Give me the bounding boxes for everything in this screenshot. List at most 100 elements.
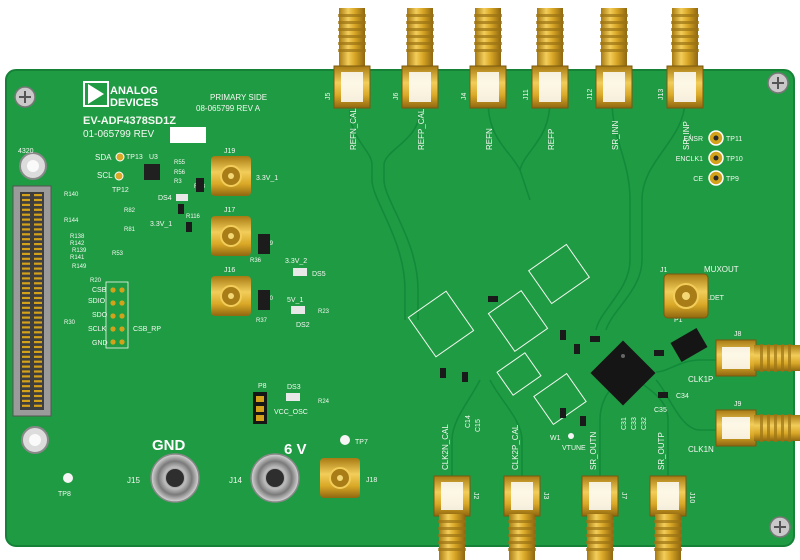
gnd-small-label: GND [92,340,108,347]
resistor-label: R23 [318,309,330,315]
board-model: EV-ADF4378SD1Z [83,115,176,127]
svg-text:J12: J12 [587,89,594,100]
resistor-label: R20 [90,278,102,284]
board-part-number: 01-065799 REV [83,129,154,140]
svg-text:J13: J13 [658,89,665,100]
svg-text:REFN_CAL: REFN_CAL [349,108,358,150]
svg-text:CE: CE [693,176,703,183]
smb-j16 [211,276,251,316]
primary-side-2: 08-065799 REV A [196,104,261,113]
tp7-label: TP7 [355,439,368,446]
resistor-label: R149 [72,264,87,270]
tp13-pad [115,152,125,162]
tp7-pad [340,435,350,445]
svg-text:CLK1P: CLK1P [688,375,713,384]
resistor-label: R82 [124,208,136,214]
tp13-label: TP13 [126,154,143,161]
svg-text:TP11: TP11 [726,136,742,143]
resistor-label: R141 [70,255,85,261]
svg-text:ENCLK1: ENCLK1 [676,156,703,163]
csb-label: CSB [92,287,107,294]
label-blank [170,127,206,143]
regulator-2 [258,290,270,310]
resistor-label: R138 [70,234,85,240]
resistor-label: R81 [124,227,136,233]
svg-text:SR_OUTP: SR_OUTP [657,432,666,470]
resistor-label: R37 [256,318,268,324]
tp12-label: TP12 [112,187,129,194]
ds5-led [293,268,307,276]
vcc-osc-label: VCC_OSC [274,409,308,416]
gnd-jack-ref: J15 [127,476,140,485]
p1-label: P1 [674,317,683,324]
v33-2-label: 3.3V_2 [285,258,307,265]
test-point-tp10: ENCLK1 TP10 [676,150,743,166]
resistor-label: R24 [318,399,330,405]
c15-label: C15 [475,419,482,432]
analog-devices-logo [83,81,109,107]
tp8-pad [63,473,73,483]
u3-chip [144,164,160,180]
v5-1-label: 5V_1 [287,297,303,304]
tp12-pad [114,171,124,181]
smd-parts [178,204,668,426]
sdio-label: SDIO [88,298,106,305]
c32-label: C32 [641,417,648,430]
csb-rp-label: CSB_RP [133,326,161,333]
resistor-label: R56 [174,170,186,176]
u3-label: U3 [149,154,158,161]
spi-header [105,281,129,349]
resistor-label: R144 [64,218,79,224]
ds5-label: DS5 [312,271,326,278]
smb-j17 [211,216,251,256]
svg-text:SR_INP: SR_INP [682,121,691,150]
v-jack-ref: J14 [229,476,242,485]
svg-text:TP10: TP10 [726,156,743,163]
svg-text:MUXOUT: MUXOUT [704,265,739,274]
svg-text:SR_OUTN: SR_OUTN [589,432,598,470]
resistor-label: R30 [64,320,76,326]
svg-text:ENSR: ENSR [684,136,703,143]
test-point-tp11: ENSR TP11 [684,130,742,146]
ds3-label: DS3 [287,384,301,391]
j17-label: J17 [224,207,235,214]
c33-label: C33 [631,417,638,430]
test-point-tp9: CE TP9 [693,170,739,186]
primary-side-1: PRIMARY SIDE [210,93,267,102]
svg-text:REFP_CAL: REFP_CAL [417,108,426,150]
scl-label: SCL [97,171,113,180]
resistor-label: R142 [70,241,85,247]
svg-text:J6: J6 [393,93,400,101]
gnd-jack [150,453,200,503]
svg-text:J8: J8 [734,331,742,338]
c14-label: C14 [465,415,472,428]
c34-label: C34 [676,393,689,400]
passive-outlines [407,243,591,426]
svg-text:J5: J5 [325,93,332,101]
ds2-label: DS2 [296,322,310,329]
c31-label: C31 [621,417,628,430]
ldet-label: LDET [706,295,725,302]
svg-text:TP9: TP9 [726,176,739,183]
ds3-led [286,393,300,401]
resistor-label: R139 [72,248,87,254]
sclk-label: SCLK [88,326,107,333]
resistor-label: R55 [174,160,186,166]
ds4-label: DS4 [158,195,172,202]
w1-label: W1 [550,435,561,442]
resistor-label: R3 [174,179,182,185]
cap-1 [196,178,204,192]
v-jack [250,453,300,503]
gnd-label: GND [152,437,186,454]
v-label: 6 V [284,441,307,458]
svg-text:J4: J4 [461,93,468,101]
